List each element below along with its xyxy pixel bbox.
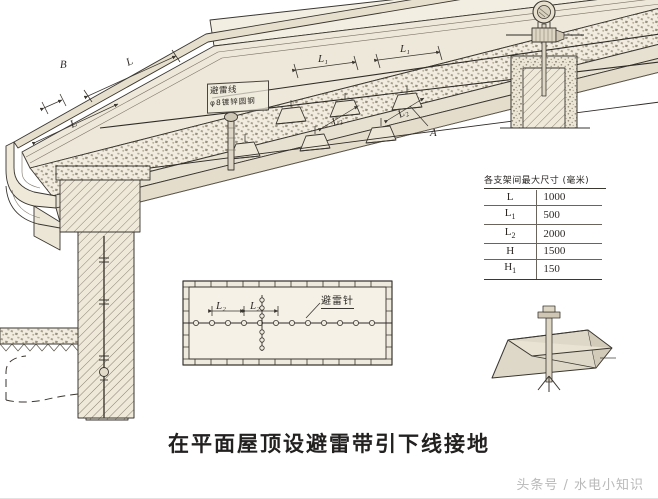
dimension-value: 2000	[536, 224, 602, 245]
marker-l-eave-label: L	[67, 117, 78, 131]
plan-lightning-rod-label: 避雷针	[321, 292, 354, 309]
marker-l1-b-label: L₁	[399, 43, 410, 55]
roof-conductor-label-line2: φ8镀锌圆钢	[210, 96, 256, 108]
marker-l1-a-label: L₁	[317, 53, 328, 65]
dimension-value: 500	[536, 205, 602, 226]
marker-l2-b-label: L₂	[395, 105, 410, 121]
dimension-symbol: L	[484, 190, 537, 206]
dimension-table-title: 各支架间最大尺寸 (毫米)	[484, 173, 606, 189]
dimension-value: 1000	[536, 190, 602, 206]
marker-a-label: A	[429, 127, 437, 139]
marker-l2-a-label: L₂	[329, 113, 344, 129]
figure-caption: 在平面屋顶设避雷带引下线接地	[168, 432, 490, 456]
dimension-value: 1500	[536, 243, 602, 261]
marker-b-label: B	[60, 59, 67, 71]
plan-dim-l2-left: L₂	[215, 300, 226, 312]
dimension-symbol: H1	[484, 259, 537, 280]
dimension-symbol: L1	[484, 205, 537, 226]
watermark: 头条号 / 水电小知识	[516, 478, 644, 493]
dimension-value: 150	[536, 259, 602, 280]
dimension-symbol: H	[484, 243, 537, 261]
marker-l-label: L	[123, 55, 134, 69]
roof-conductor-label: 避雷线 φ8镀锌圆钢	[207, 80, 269, 114]
plan-dim-l2-right: L₂	[249, 300, 260, 312]
dimension-symbol: L2	[484, 224, 537, 245]
